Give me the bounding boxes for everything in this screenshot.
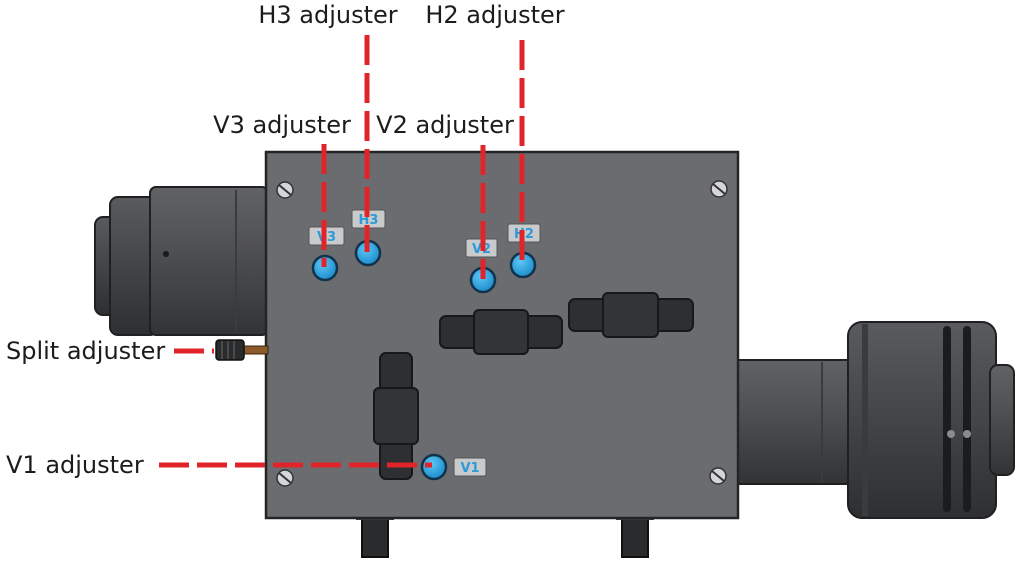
split-adjuster-screw[interactable] (215, 339, 269, 361)
v2-adjuster-label: V2 adjuster (376, 111, 514, 139)
set-screw-hole (163, 251, 169, 257)
vertical-block (373, 352, 419, 480)
v1-adjuster-knob[interactable] (420, 453, 448, 481)
corner-screw (709, 467, 727, 485)
left-lens-cylinder (94, 186, 269, 336)
corner-screw (276, 181, 294, 199)
focus-slot (943, 326, 951, 512)
h2-adjuster-label: H2 adjuster (425, 1, 564, 29)
tag-h3: H3 (351, 209, 386, 229)
mounting-foot (621, 514, 649, 558)
right-lens-cylinder (729, 321, 1015, 519)
tag-v1: V1 (453, 457, 487, 477)
mounting-foot (361, 514, 389, 558)
tag-v1-label: V1 (460, 461, 479, 476)
corner-screw (276, 469, 294, 487)
horizontal-block-right (568, 292, 694, 338)
h3-adjuster-label: H3 adjuster (258, 1, 397, 29)
v3-adjuster-knob[interactable] (311, 254, 339, 282)
focus-slot (963, 326, 971, 512)
split-adjuster-label: Split adjuster (6, 337, 165, 365)
corner-screw (710, 180, 728, 198)
v1-adjuster-label: V1 adjuster (6, 451, 144, 479)
horizontal-block-center (439, 309, 563, 355)
tag-h3-label: H3 (359, 213, 379, 228)
v3-adjuster-label: V3 adjuster (213, 111, 351, 139)
